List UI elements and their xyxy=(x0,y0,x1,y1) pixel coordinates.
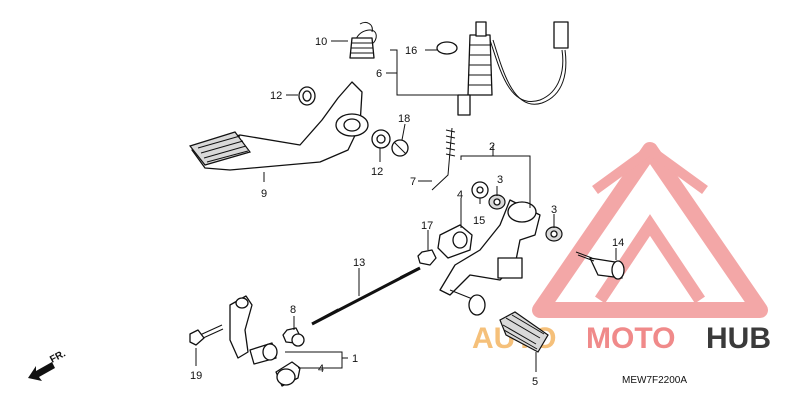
watermark-logo-graphic xyxy=(532,142,768,318)
collar-4-upper xyxy=(437,224,473,259)
callout-4-lower: 4 xyxy=(318,363,324,375)
bolt-19 xyxy=(189,324,224,346)
callout-3-upper: 3 xyxy=(497,174,503,186)
clip-18 xyxy=(391,139,409,157)
callout-3-right: 3 xyxy=(551,204,557,216)
nut-lower-1 xyxy=(291,333,305,347)
watermark-word-hub: HUB xyxy=(706,322,771,355)
shift-link-1 xyxy=(229,295,278,365)
spring-10 xyxy=(349,21,377,59)
callout-numbers: 10 12 16 6 18 12 7 9 2 4 3 15 3 14 17 13… xyxy=(190,36,624,388)
front-direction-indicator: FR. xyxy=(28,348,68,381)
brake-pedal-part xyxy=(188,81,369,171)
front-arrow-icon xyxy=(28,362,55,381)
washer-12-lower xyxy=(371,129,391,149)
washer-3-upper xyxy=(488,194,506,210)
callout-1: 1 xyxy=(352,353,358,365)
spring-rod-7 xyxy=(431,127,456,191)
callout-6: 6 xyxy=(376,68,382,80)
callout-10: 10 xyxy=(315,36,327,48)
washer-15 xyxy=(471,181,489,199)
callout-9: 9 xyxy=(261,188,267,200)
callout-13: 13 xyxy=(353,257,365,269)
callout-12-upper: 12 xyxy=(270,90,282,102)
callout-2: 2 xyxy=(489,141,495,153)
washer-12-upper xyxy=(298,86,316,106)
rod-end-4-lower xyxy=(275,361,301,387)
callout-19: 19 xyxy=(190,370,202,382)
diagram-code: MEW7F2200A xyxy=(622,375,687,386)
callout-18: 18 xyxy=(398,113,410,125)
callout-16: 16 xyxy=(405,45,417,57)
callout-12-lower: 12 xyxy=(371,166,383,178)
boot-5 xyxy=(499,311,549,353)
pivot-bolt-14 xyxy=(575,251,625,280)
callout-15: 15 xyxy=(473,215,485,227)
o-ring-16 xyxy=(436,41,458,55)
callout-5: 5 xyxy=(532,376,538,388)
front-direction-label: FR. xyxy=(48,348,68,365)
stop-switch-6 xyxy=(457,21,569,116)
watermark-word-moto: MOTO xyxy=(586,322,675,355)
washer-3-right xyxy=(545,226,563,242)
leader-lines xyxy=(195,40,617,372)
callout-14: 14 xyxy=(612,237,624,249)
tie-rod-13 xyxy=(311,266,421,326)
callout-8: 8 xyxy=(290,304,296,316)
nut-17 xyxy=(417,249,437,266)
gearshift-arm-2 xyxy=(439,199,541,316)
callout-4-upper: 4 xyxy=(457,189,463,201)
callout-7: 7 xyxy=(410,176,416,188)
callout-17: 17 xyxy=(421,220,433,232)
